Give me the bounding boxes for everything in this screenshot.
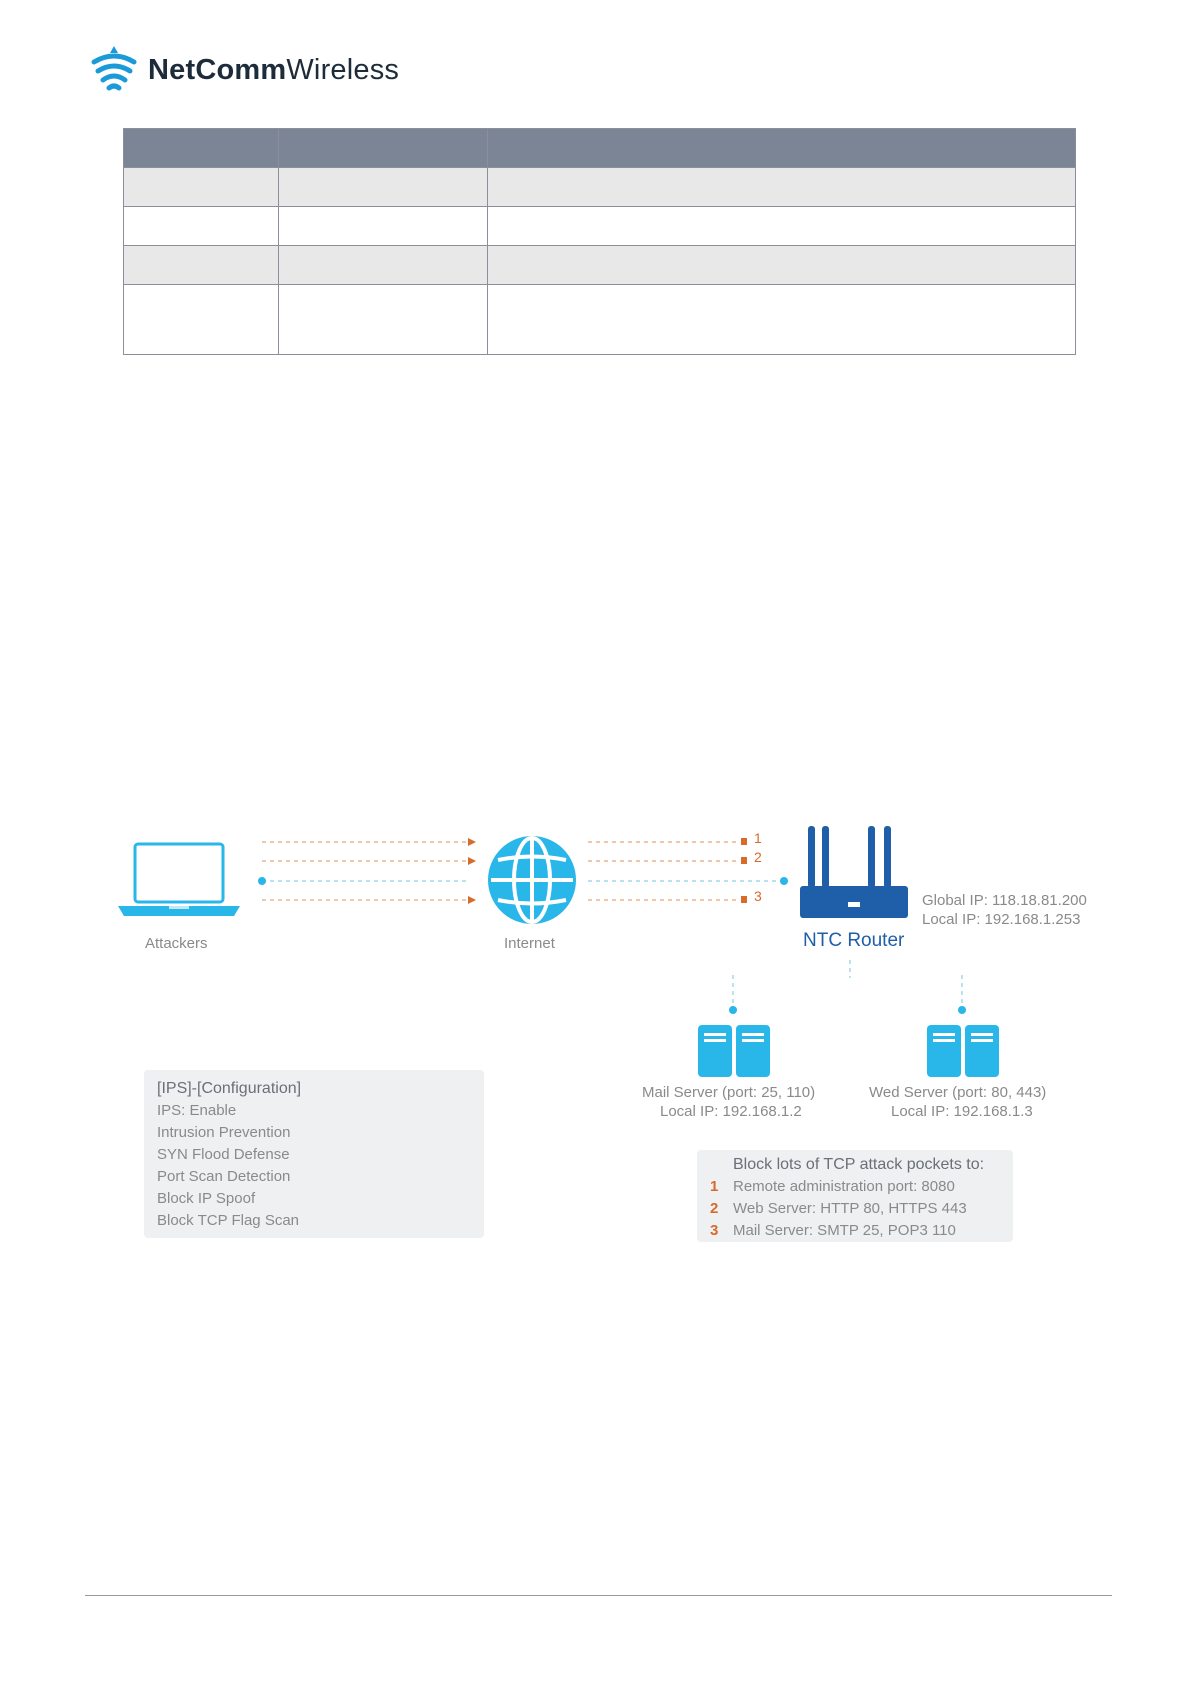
wifi-logo-icon — [91, 46, 137, 91]
mail-server-name: Mail Server (port: 25, 110) — [642, 1084, 816, 1101]
table-header-cell — [123, 128, 279, 168]
ips-network-diagram: Attackers Internet 1 2 3 NTC Router Glob… — [0, 800, 1191, 1260]
globe-icon — [488, 836, 576, 924]
config-line: Block IP Spoof — [157, 1190, 256, 1207]
blocked-item-number: 1 — [710, 1178, 719, 1195]
router-local-ip: Local IP: 192.168.1.253 — [922, 911, 1081, 928]
table-header-row — [123, 128, 1076, 168]
block-marker-icon — [741, 838, 747, 845]
blocked-item-text: Mail Server: SMTP 25, POP3 110 — [733, 1222, 956, 1239]
arrowhead-icon — [468, 838, 476, 846]
table-cell — [487, 206, 1076, 246]
brand-name: NetCommWireless — [148, 54, 399, 87]
config-line: Intrusion Prevention — [157, 1124, 291, 1141]
netcomm-logo: NetCommWireless — [88, 44, 418, 96]
table-cell — [123, 206, 279, 246]
web-server-icon — [927, 1025, 999, 1077]
link-dot-icon — [958, 1006, 966, 1014]
router-label: NTC Router — [803, 930, 905, 951]
table-cell — [278, 284, 488, 355]
config-line: IPS: Enable — [157, 1102, 237, 1119]
ips-config-box: [IPS]-[Configuration] IPS: Enable Intrus… — [144, 1070, 484, 1238]
brand-name-part1: NetComm — [148, 54, 287, 86]
table-cell — [278, 245, 488, 285]
router-icon — [800, 826, 908, 918]
block-marker-icon — [741, 857, 747, 864]
table-cell — [487, 167, 1076, 207]
link-dot-icon — [780, 877, 788, 885]
link-dot-icon — [258, 877, 266, 885]
attack-number-2: 2 — [754, 849, 762, 865]
settings-table — [123, 128, 1076, 355]
table-cell — [487, 245, 1076, 285]
web-server-ip: Local IP: 192.168.1.3 — [891, 1103, 1033, 1120]
mail-server-ip: Local IP: 192.168.1.2 — [660, 1103, 802, 1120]
table-header-cell — [487, 128, 1076, 168]
config-line: SYN Flood Defense — [157, 1146, 290, 1163]
table-header-cell — [278, 128, 488, 168]
web-server-name: Wed Server (port: 80, 443) — [869, 1084, 1047, 1101]
blocked-item-number: 2 — [710, 1200, 719, 1217]
table-cell — [123, 245, 279, 285]
blocked-item-number: 3 — [710, 1222, 719, 1239]
brand-name-part2: Wireless — [286, 54, 400, 86]
blocked-item-text: Remote administration port: 8080 — [733, 1178, 955, 1195]
table-cell — [487, 284, 1076, 355]
attackers-label: Attackers — [145, 935, 208, 952]
router-global-ip: Global IP: 118.18.81.200 — [922, 892, 1087, 909]
link-dot-icon — [729, 1006, 737, 1014]
laptop-icon — [118, 842, 240, 916]
arrowhead-icon — [468, 896, 476, 904]
blocked-ports-box: Block lots of TCP attack pockets to: 1 R… — [697, 1150, 1013, 1242]
footer-divider — [85, 1595, 1112, 1596]
table-row — [123, 206, 1076, 246]
config-title: [IPS]-[Configuration] — [157, 1080, 302, 1097]
arrowhead-icon — [468, 857, 476, 865]
blocked-ports-title: Block lots of TCP attack pockets to: — [733, 1156, 985, 1173]
attack-number-3: 3 — [754, 888, 762, 904]
connection-lines — [258, 838, 966, 1014]
internet-label: Internet — [504, 935, 555, 952]
block-marker-icon — [741, 896, 747, 903]
table-cell — [278, 167, 488, 207]
table-cell — [278, 206, 488, 246]
table-cell — [123, 284, 279, 355]
table-row — [123, 167, 1076, 207]
attack-number-1: 1 — [754, 830, 762, 846]
table-row — [123, 245, 1076, 285]
mail-server-icon — [698, 1025, 770, 1077]
blocked-item-text: Web Server: HTTP 80, HTTPS 443 — [733, 1200, 967, 1217]
table-cell — [123, 167, 279, 207]
config-line: Block TCP Flag Scan — [157, 1212, 300, 1229]
config-line: Port Scan Detection — [157, 1168, 291, 1185]
table-row — [123, 284, 1076, 355]
